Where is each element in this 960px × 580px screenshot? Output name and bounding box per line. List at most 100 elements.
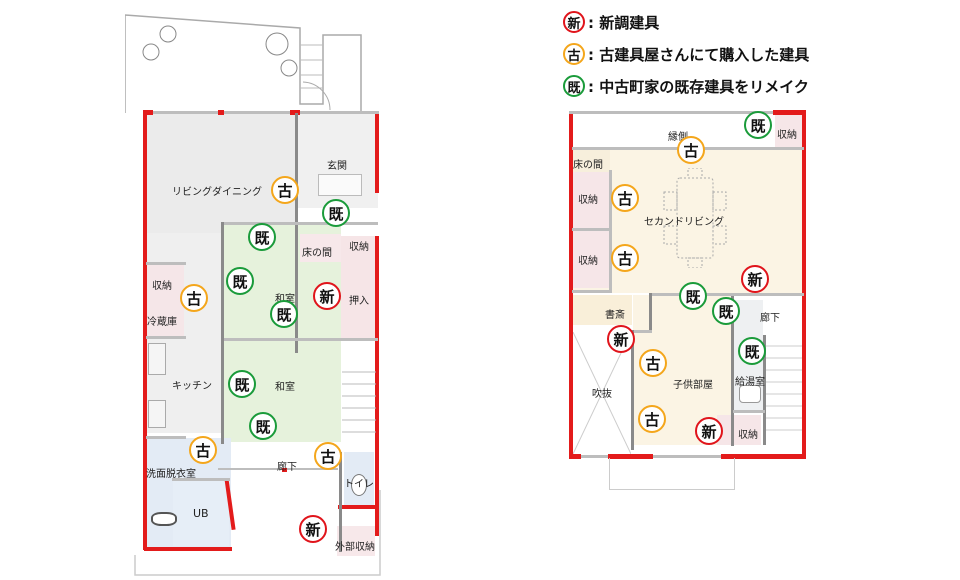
stove-icon: [148, 400, 166, 428]
room-label-engawa: 縁側: [668, 132, 688, 143]
study-floor: [572, 295, 632, 325]
room-label-kids-room: 子供部屋: [673, 380, 713, 391]
wall: [282, 468, 287, 472]
new-fitting-badge: 新: [313, 282, 341, 310]
existing-fitting-badge: 既: [744, 111, 772, 139]
legend-label: : 古建具屋さんにて購入した建具: [588, 45, 810, 64]
wall: [649, 293, 652, 333]
room-label-fukinuke: 吹抜: [592, 389, 612, 400]
storage-floor: [717, 415, 761, 445]
room-label-storage: 収納: [349, 242, 369, 253]
ub-floor: [173, 480, 229, 546]
wall: [609, 170, 612, 290]
room-label-tokonoma: 床の間: [573, 160, 603, 171]
antique-fitting-badge: 古: [611, 244, 639, 272]
antique-fitting-badge: 古: [314, 442, 342, 470]
room-label-study: 書斎: [605, 310, 625, 321]
wall: [375, 113, 379, 193]
room-label-storage: 収納: [152, 281, 172, 292]
room-label-washitsu: 和室: [275, 290, 295, 305]
dining-table-icon: [663, 168, 727, 268]
legend-label: : 中古町家の既存建具をリメイク: [588, 77, 809, 96]
room-label-outdoor-storage: 外部収納: [335, 542, 375, 553]
stairs-icon: [342, 371, 376, 433]
wall: [650, 293, 804, 296]
wall: [802, 113, 806, 458]
new-fitting-badge: 新: [695, 417, 723, 445]
existing-fitting-badge-icon: 既: [563, 75, 585, 97]
sink-icon: [739, 385, 761, 403]
existing-fitting-badge: 既: [738, 337, 766, 365]
wall: [218, 468, 338, 470]
room-label-washitsu: 和室: [275, 382, 295, 393]
wall: [608, 454, 653, 459]
storage-floor: [775, 114, 803, 148]
wall: [144, 547, 232, 551]
existing-fitting-badge: 既: [322, 199, 350, 227]
antique-fitting-badge: 古: [611, 184, 639, 212]
legend-item-existing: 既 : 中古町家の既存建具をリメイク: [563, 70, 809, 102]
antique-fitting-badge: 古: [638, 405, 666, 433]
room-label-ub: UB: [193, 507, 209, 520]
wall: [146, 436, 186, 439]
existing-fitting-badge: 既: [228, 370, 256, 398]
entrance-step: [318, 174, 362, 196]
wall: [146, 262, 186, 265]
new-fitting-badge: 新: [607, 325, 635, 353]
wall: [773, 110, 806, 115]
legend: 新 : 新調建具 古 : 古建具屋さんにて購入した建具 既 : 中古町家の既存建…: [563, 6, 809, 102]
washbasin-icon: [151, 512, 177, 526]
wall: [146, 336, 186, 339]
room-label-second-living: セカンドリビング: [644, 217, 724, 228]
room-label-storage: 収納: [738, 430, 758, 441]
sink-icon: [148, 343, 166, 375]
wall: [172, 478, 230, 481]
antique-fitting-badge: 古: [189, 436, 217, 464]
wall: [763, 335, 766, 445]
wall: [572, 290, 612, 293]
legend-item-new: 新 : 新調建具: [563, 6, 809, 38]
wall: [632, 330, 652, 333]
wall: [569, 113, 573, 458]
storage-floor: [573, 172, 609, 228]
room-label-corridor: 廊下: [277, 462, 297, 473]
room-label-living: リビングダイニング: [172, 187, 262, 198]
antique-fitting-badge-icon: 古: [563, 43, 585, 65]
wall: [572, 228, 610, 231]
antique-fitting-badge: 古: [639, 349, 667, 377]
wall: [569, 454, 581, 459]
antique-fitting-badge: 古: [271, 176, 299, 204]
toilet-icon: [351, 474, 367, 496]
storage-floor: [573, 230, 609, 288]
wall: [631, 330, 634, 450]
room-label-toilet: トイレ: [344, 479, 374, 490]
tokonoma-floor: [572, 150, 610, 172]
wall: [339, 452, 342, 552]
room-label-tokonoma: 床の間: [302, 248, 332, 259]
room-label-kitchen: キッチン: [172, 381, 212, 392]
wall: [569, 111, 806, 114]
wall: [143, 113, 147, 550]
room-label-kyutoshitsu: 給湯室: [735, 377, 765, 388]
room-label-oshiire: 押入: [349, 296, 369, 307]
storage-left-floor: [146, 263, 184, 337]
wall: [338, 505, 378, 509]
room-label-storage: 収納: [578, 195, 598, 206]
existing-fitting-badge: 既: [679, 282, 707, 310]
wall: [218, 110, 224, 115]
room-label-storage: 収納: [777, 130, 797, 141]
stairs-icon: [766, 345, 802, 431]
antique-fitting-badge: 古: [677, 136, 705, 164]
room-label-fridge: 冷蔵庫: [147, 317, 177, 328]
outdoor-storage-floor: [337, 526, 375, 556]
room-label-entrance: 玄関: [327, 161, 347, 172]
room-label-washroom: 洗面脱衣室: [146, 469, 196, 480]
legend-label: : 新調建具: [588, 13, 660, 32]
wall: [721, 454, 806, 459]
legend-item-antique: 古 : 古建具屋さんにて購入した建具: [563, 38, 809, 70]
existing-fitting-badge: 既: [226, 267, 254, 295]
wall: [222, 338, 378, 341]
balcony: [609, 458, 735, 490]
existing-fitting-badge: 既: [270, 300, 298, 328]
existing-fitting-badge: 既: [249, 412, 277, 440]
